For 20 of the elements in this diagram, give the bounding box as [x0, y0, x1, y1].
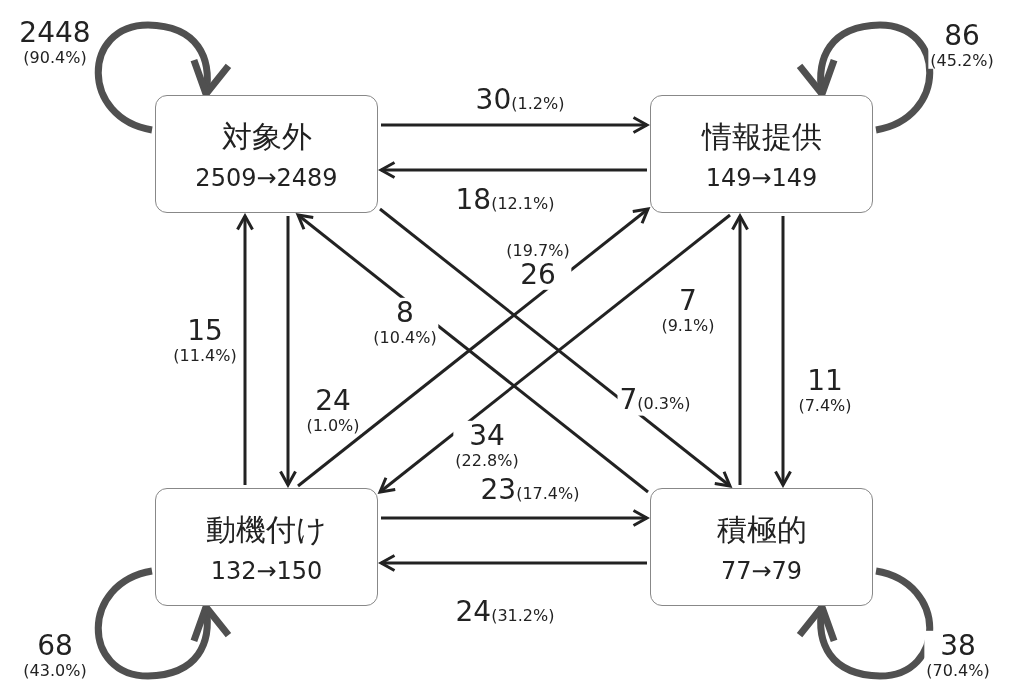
- arrow: [731, 214, 749, 485]
- arrow: [381, 116, 649, 134]
- state-box: 情報提供 149→149: [650, 95, 873, 213]
- loop-arrow: [797, 567, 934, 680]
- loop-arrow: [797, 21, 934, 134]
- arrow: [381, 509, 649, 527]
- arrow: [279, 216, 297, 487]
- arrow: [774, 216, 792, 487]
- arrow: [379, 161, 647, 179]
- state-box: 対象外 2509→2489: [155, 95, 378, 213]
- state-box: 動機付け 132→150: [155, 488, 378, 606]
- state-box: 積極的 77→79: [650, 488, 873, 606]
- edge-label: 38 (70.4%): [924, 630, 992, 680]
- arrow: [379, 554, 647, 572]
- arrow: [236, 214, 254, 485]
- edge-label: (19.7%) 26: [504, 241, 572, 291]
- edge-label: 34 (22.8%): [453, 420, 521, 470]
- edge-label: 8 (10.4%): [371, 297, 439, 347]
- loop-arrow: [94, 567, 231, 680]
- loop-arrow: [94, 21, 231, 134]
